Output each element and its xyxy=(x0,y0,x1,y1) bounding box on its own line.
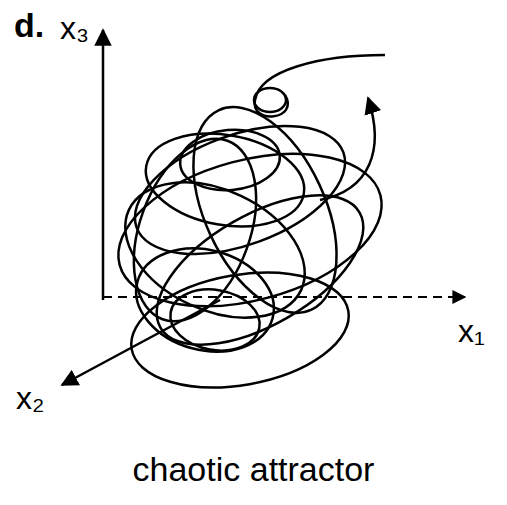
trajectory-loops xyxy=(101,85,398,403)
outgoing-trajectory xyxy=(320,98,375,200)
caption: chaotic attractor xyxy=(133,452,375,486)
axis-label: x₃ xyxy=(60,12,89,44)
incoming-trajectory xyxy=(255,55,385,116)
x3-axis xyxy=(102,30,105,300)
panel-label: d. xyxy=(14,8,44,42)
axis-label: x₂ xyxy=(16,382,44,414)
axis-label: x₁ xyxy=(458,315,485,347)
